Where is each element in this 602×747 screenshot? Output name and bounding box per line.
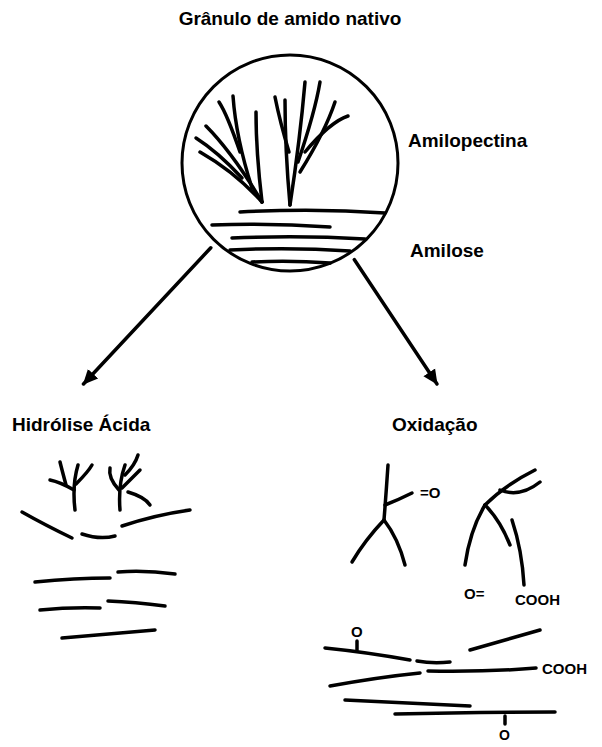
group-label: COOH <box>542 661 587 676</box>
process-region: Oxidação <box>392 386 482 436</box>
part-label: Amilose <box>410 241 484 260</box>
group-label: =O <box>420 485 440 500</box>
amylopectin-chains <box>196 82 348 205</box>
granule-title: Grânulo de amido nativo <box>179 8 402 30</box>
process-region: Hidrólise Ácida <box>12 386 155 436</box>
granule-circle: Grânulo de amido nativo <box>180 52 400 274</box>
process-title: Oxidação <box>392 414 482 436</box>
group-label: O <box>351 624 363 639</box>
group-label: O= <box>464 586 484 601</box>
amylose-chains <box>212 210 385 263</box>
hydrolysis-fragments <box>22 455 190 638</box>
group-label: O <box>499 728 510 742</box>
granule-outline <box>180 52 400 274</box>
group-label: COOH <box>515 592 560 607</box>
process-arrow <box>354 260 437 384</box>
process-title: Hidrólise Ácida <box>12 414 155 436</box>
granule-circle-line <box>182 55 398 271</box>
process-arrow <box>84 248 211 384</box>
part-label: Amilopectina <box>408 131 527 150</box>
